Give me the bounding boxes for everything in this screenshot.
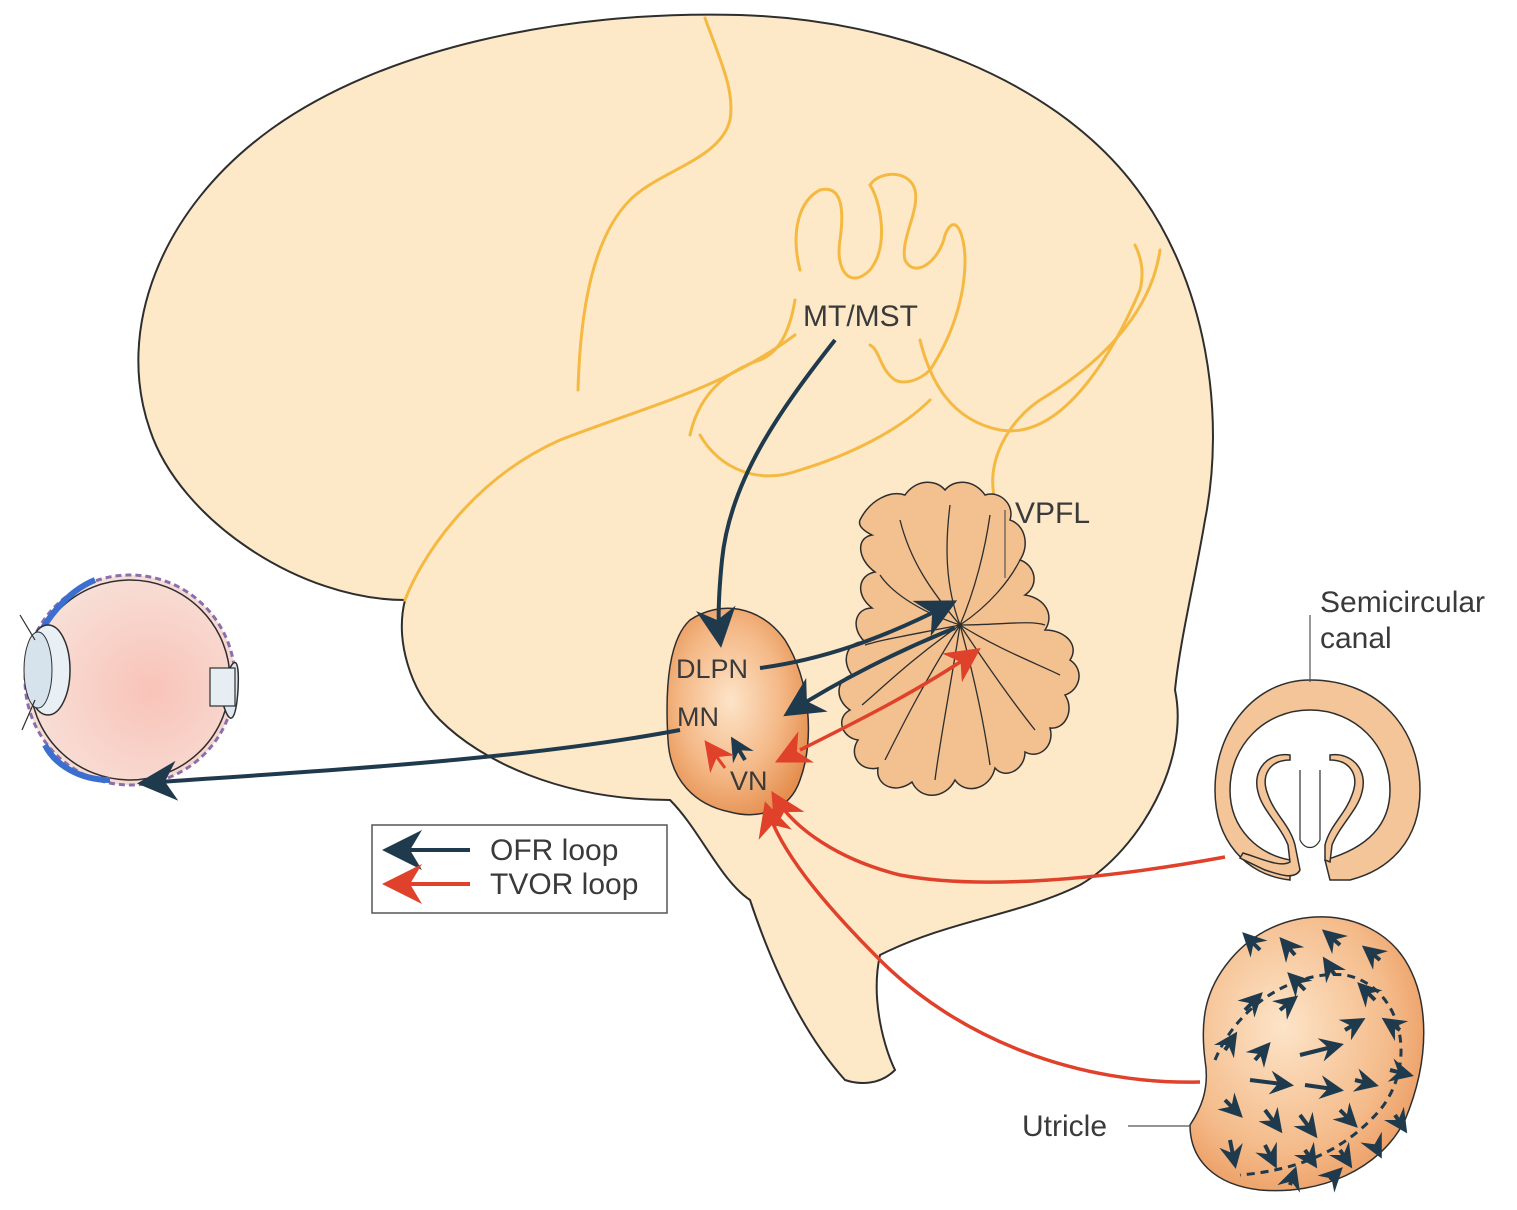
legend-tvor-label: TVOR loop	[490, 868, 638, 901]
utricle-icon	[1190, 917, 1424, 1191]
legend-ofr-label: OFR loop	[490, 834, 618, 867]
label-mn: MN	[677, 702, 719, 732]
eyeball-icon	[20, 575, 238, 785]
label-dlpn: DLPN	[676, 654, 748, 684]
label-vpfl: VPFL	[1015, 497, 1090, 530]
label-vn: VN	[730, 766, 768, 796]
label-semicircular-line2: canal	[1320, 622, 1392, 655]
label-semicircular-line1: Semicircular	[1320, 586, 1485, 619]
semicircular-canal-icon	[1215, 680, 1420, 880]
legend: OFR loop TVOR loop	[372, 825, 667, 913]
label-mt-mst: MT/MST	[803, 300, 918, 333]
label-utricle: Utricle	[1022, 1110, 1107, 1143]
brain-outline	[138, 15, 1213, 1083]
